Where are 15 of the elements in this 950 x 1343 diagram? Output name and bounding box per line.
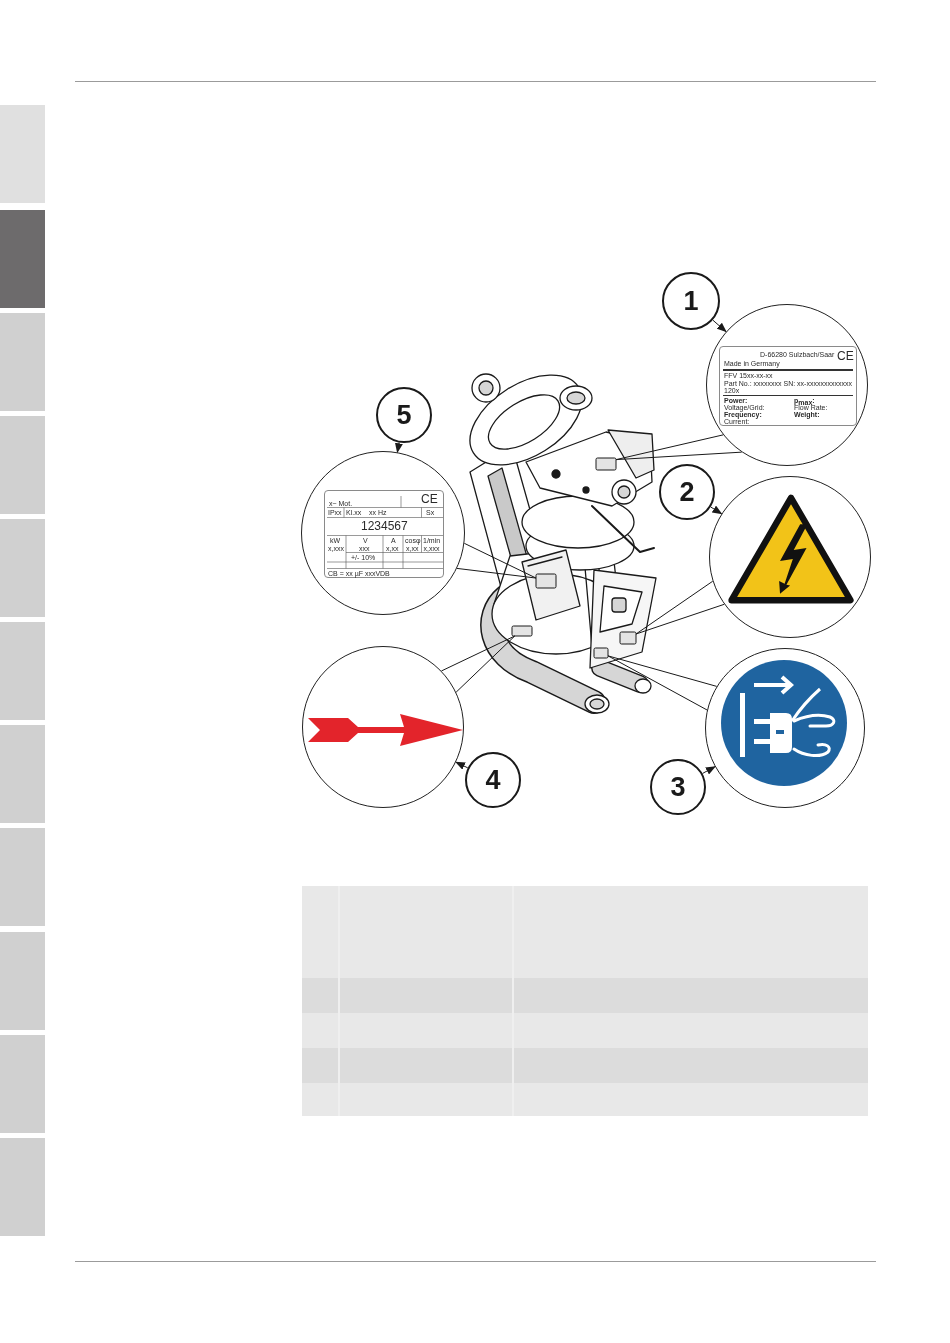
ce-mark: CE [837,350,854,362]
callout-number: 2 [679,478,695,506]
callout-arrow [395,442,403,454]
callout-arrow [702,766,716,775]
leader-lines [635,580,725,635]
callout-arrow [710,505,723,515]
nameplate-text: 1234567 [361,520,408,532]
callout-number: 3 [670,773,686,801]
callout-number: 1 [683,287,699,315]
callout-arrow [712,319,727,333]
nameplate [719,346,857,426]
callout-arrow [455,761,469,770]
ce-mark: CE [421,493,438,505]
callout-number: 5 [396,401,412,429]
callout-number: 4 [485,766,501,794]
